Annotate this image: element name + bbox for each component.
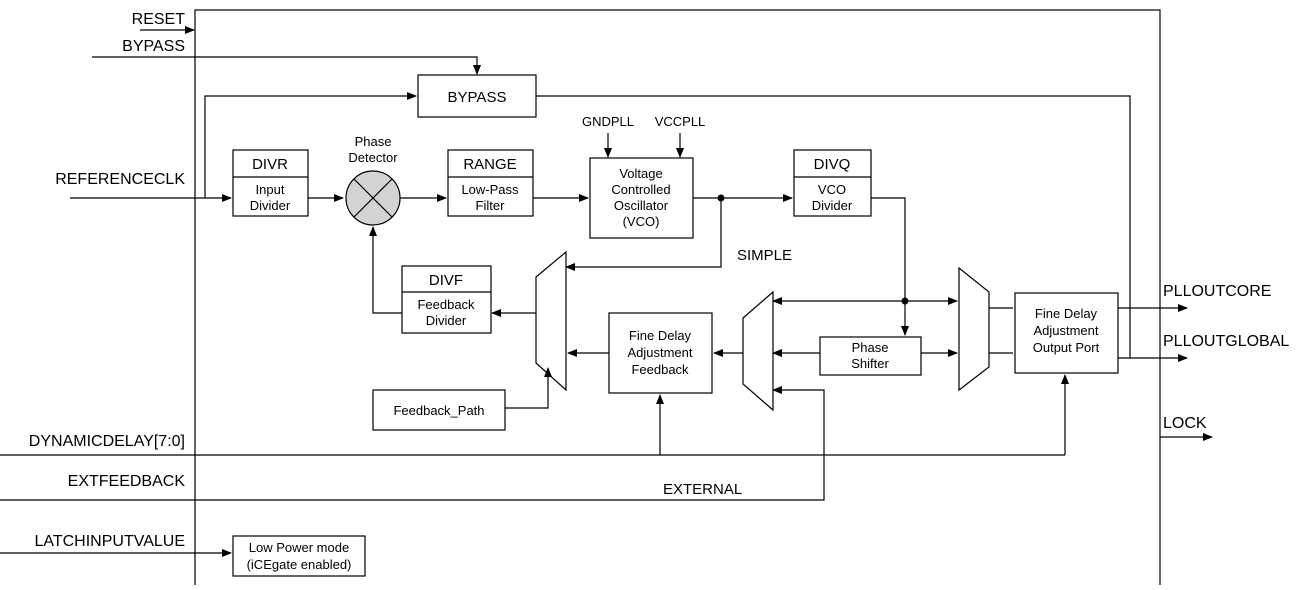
vco-line3: Oscillator [614, 198, 669, 213]
reset-label: RESET [132, 11, 186, 28]
vco-line4: (VCO) [623, 214, 660, 229]
bypass-output-wire [536, 95, 1131, 358]
fdao-line2: Adjustment [1033, 323, 1098, 338]
fdaf-line1: Fine Delay [629, 328, 692, 343]
feedback-path-label: Feedback_Path [393, 403, 484, 418]
phase-detector-label2: Detector [348, 150, 398, 165]
fdaf-line3: Feedback [631, 362, 689, 377]
bypass-input-label: BYPASS [122, 38, 185, 55]
feedback-mux [535, 250, 567, 392]
divq-sub1: VCO [818, 182, 846, 197]
divr-block [232, 149, 309, 217]
range-title: RANGE [463, 156, 516, 173]
low-power-line2: (iCEgate enabled) [247, 557, 352, 572]
bypass-block-label: BYPASS [448, 89, 507, 106]
external-label: EXTERNAL [663, 481, 742, 498]
vco-line1: Voltage [619, 166, 662, 181]
divf-sub1: Feedback [417, 297, 475, 312]
vccpll-label: VCCPLL [655, 114, 706, 129]
fine-delay-output-block [1014, 292, 1119, 374]
divr-title: DIVR [252, 156, 288, 173]
output-mux [958, 266, 990, 392]
lock-label: LOCK [1163, 415, 1207, 432]
simple-label: SIMPLE [737, 247, 792, 264]
vco-line2: Controlled [611, 182, 670, 197]
divq-block [793, 149, 872, 217]
feedback-path-block [372, 389, 506, 431]
divq-sub2: Divider [812, 198, 853, 213]
divf-to-pd-wire [369, 226, 402, 314]
extfeedback-label: EXTFEEDBACK [68, 473, 186, 490]
range-block [447, 149, 534, 217]
range-sub2: Filter [476, 198, 506, 213]
latchinputvalue-label: LATCHINPUTVALUE [34, 533, 185, 550]
phase-detector-x2 [353, 178, 393, 218]
phase-shifter-line2: Shifter [851, 356, 889, 371]
divr-sub1: Input [256, 182, 285, 197]
phase-shifter-line1: Phase [852, 340, 889, 355]
simple-feedback-wire [565, 198, 722, 271]
phase-shifter-block [819, 336, 922, 376]
divf-title: DIVF [429, 272, 463, 289]
range-sub1: Low-Pass [461, 182, 519, 197]
plloutglobal-label: PLLOUTGLOBAL [1163, 333, 1289, 350]
output-select-mux [742, 290, 774, 412]
divr-sub2: Divider [250, 198, 291, 213]
phase-detector-label1: Phase [355, 134, 392, 149]
divq-title: DIVQ [814, 156, 851, 173]
gndpll-label: GNDPLL [582, 114, 634, 129]
fdaf-line2: Adjustment [627, 345, 692, 360]
feedback-path-wire [505, 367, 552, 409]
fdao-line3: Output Port [1033, 340, 1100, 355]
plloutcore-label: PLLOUTCORE [1163, 283, 1271, 300]
fine-delay-feedback-block [608, 312, 713, 394]
fdao-line1: Fine Delay [1035, 306, 1098, 321]
referenceclk-label: REFERENCECLK [55, 171, 185, 188]
bypass-path-wire [204, 92, 417, 198]
vco-block [589, 157, 694, 239]
low-power-block [232, 535, 366, 577]
divq-output-wire [871, 197, 909, 336]
divf-block [401, 265, 492, 334]
bypass-control-wire [92, 56, 481, 75]
extfeedback-wire [0, 386, 825, 501]
divf-sub2: Divider [426, 313, 467, 328]
dynamicdelay-label: DYNAMICDELAY[7:0] [29, 433, 185, 450]
low-power-line1: Low Power mode [249, 540, 349, 555]
pll-enclosure [194, 9, 1161, 590]
